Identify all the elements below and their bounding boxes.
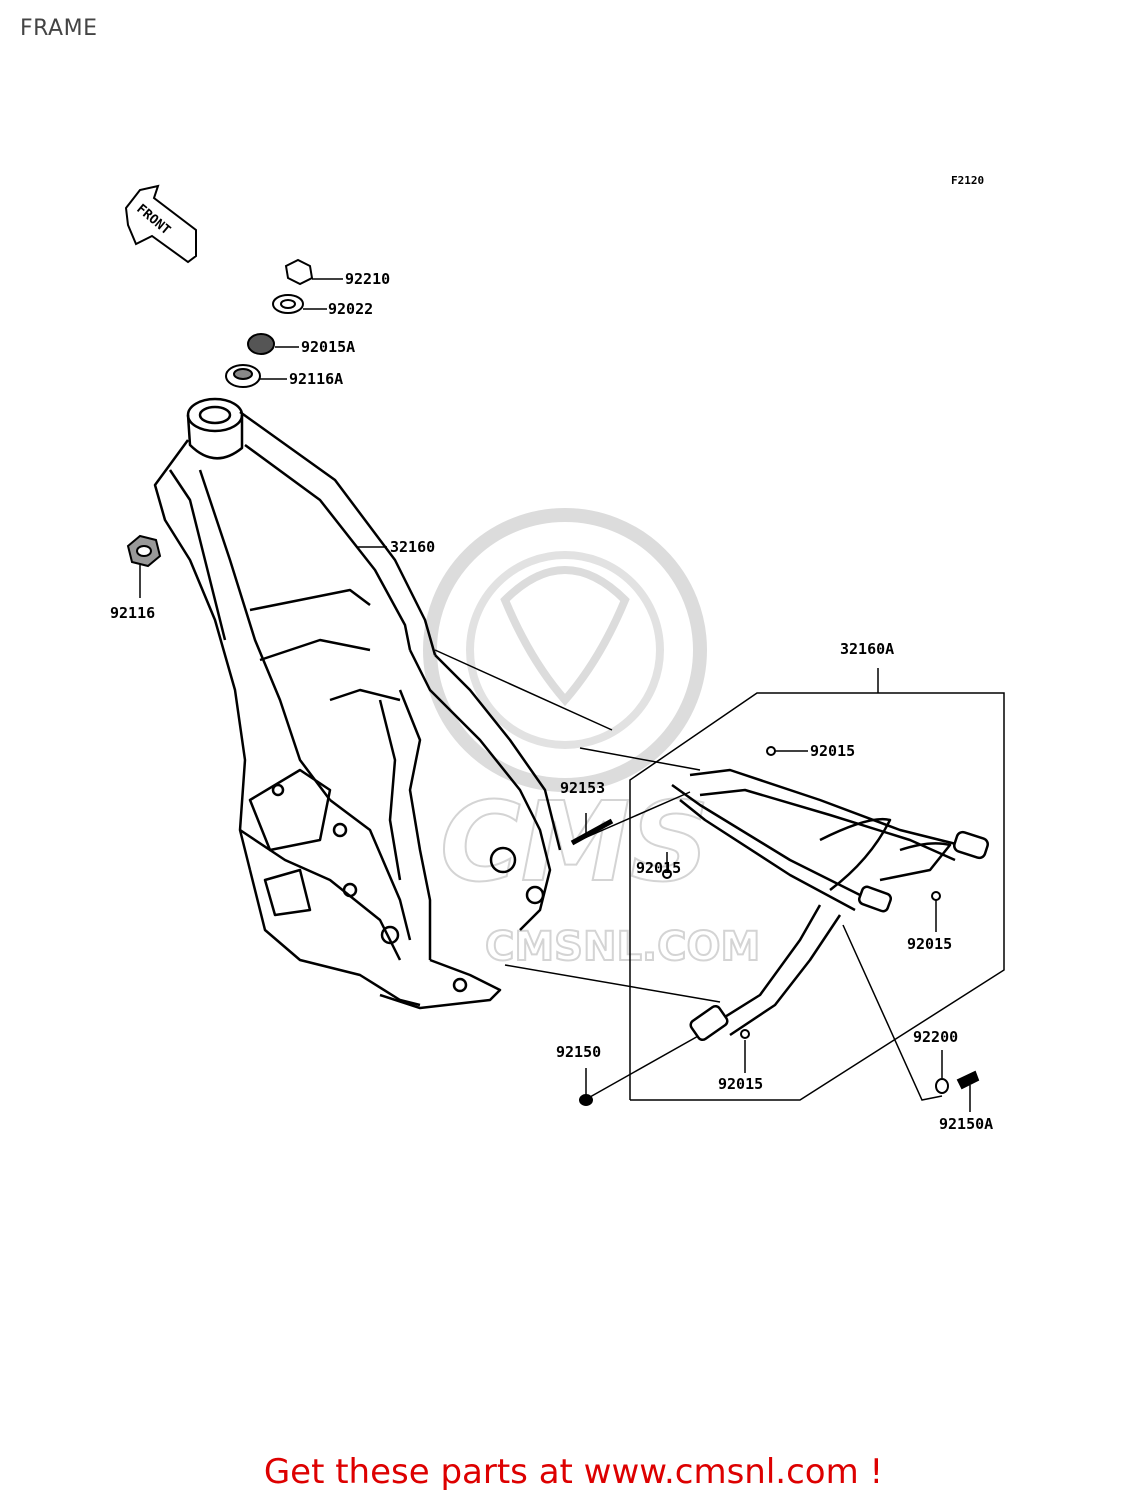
watermark: CMS CMSNL.COM — [423, 508, 761, 971]
bolt-92150-icon — [579, 1094, 593, 1106]
part-92153: 92153 — [560, 779, 605, 797]
part-92015-mid: 92015 — [636, 859, 681, 877]
part-32160A: 32160A — [840, 640, 894, 658]
part-32160: 32160 — [390, 538, 435, 556]
washer-92200-icon — [935, 1078, 949, 1094]
watermark-text: CMSNL.COM — [485, 924, 760, 970]
part-92015-top: 92015 — [810, 742, 855, 760]
part-92015-bottom: 92015 — [718, 1075, 763, 1093]
part-92022: 92022 — [328, 300, 373, 318]
footer-link[interactable]: Get these parts at www.cmsnl.com ! — [263, 1452, 884, 1492]
part-92150: 92150 — [556, 1043, 601, 1061]
rear-subframe — [671, 768, 989, 1042]
nut-92210-icon — [284, 258, 314, 286]
front-arrow-icon: FRONT — [124, 184, 197, 264]
part-92200: 92200 — [913, 1028, 958, 1046]
part-92150A: 92150A — [939, 1115, 993, 1133]
page-title: FRAME — [20, 16, 98, 41]
part-92015-right: 92015 — [907, 935, 952, 953]
part-92116A: 92116A — [289, 370, 343, 388]
part-92116: 92116 — [110, 604, 155, 622]
diagram-code: F2120 — [951, 174, 984, 187]
bolt-92015-top-icon — [766, 746, 776, 756]
part-92210: 92210 — [345, 270, 390, 288]
main-frame — [153, 397, 562, 1010]
part-92015A: 92015A — [301, 338, 355, 356]
bolt-92150A-icon — [956, 1070, 980, 1090]
nut-92015A-icon — [247, 333, 275, 355]
bolt-92153-icon — [570, 818, 614, 846]
